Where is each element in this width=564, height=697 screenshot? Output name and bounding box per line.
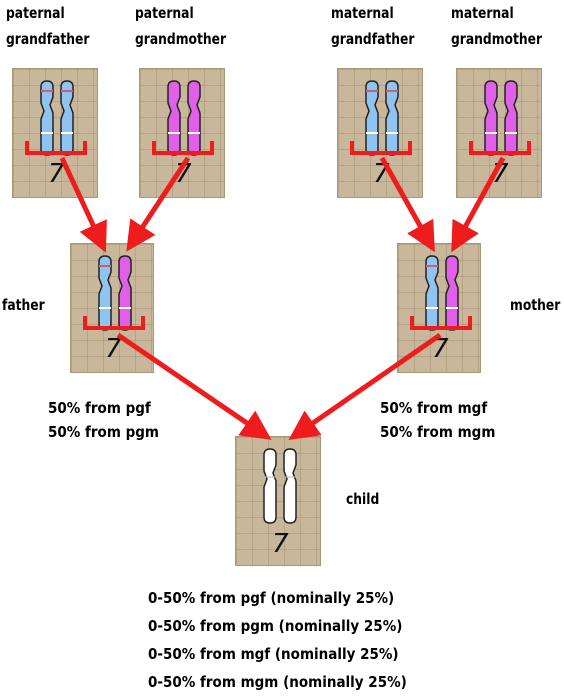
child-chromosome-pair [263,448,297,524]
chromosome-number: 7 [373,159,390,189]
chromosome-number: 7 [105,334,122,364]
chromosome-number: 7 [272,529,289,559]
mother-stat-mgm: 50% from mgm [380,423,496,441]
father-stat-pgm: 50% from pgm [48,423,159,441]
child-stat-pgm: 0-50% from pgm (nominally 25%) [148,617,403,635]
chromosome-number: 7 [175,159,192,189]
mgm-chromosome-pair [469,80,531,156]
mother-chromosome-box: 7 [397,243,481,373]
chromosome-number: 7 [492,159,509,189]
father-label: father [2,296,45,314]
child-label: child [346,490,380,508]
chromosome-number: 7 [432,334,449,364]
father-stats: 50% from pgf 50% from pgm [48,396,159,444]
child-stat-mgm: 0-50% from mgm (nominally 25%) [148,673,407,691]
mgf-chromosome-box: 7 [337,68,423,198]
child-stats: 0-50% from pgf (nominally 25%) 0-50% fro… [148,584,407,696]
father-chromosome-box: 7 [70,243,154,373]
mother-chromosome-pair [410,255,472,331]
pgf-chromosome-pair [25,80,87,156]
mother-stat-mgf: 50% from mgf [380,399,488,417]
pgm-chromosome-box: 7 [139,68,225,198]
mother-stats: 50% from mgf 50% from mgm [380,396,495,444]
child-chromosome-box: 7 [235,436,321,566]
father-chromosome-pair [83,255,145,331]
mother-label: mother [510,296,561,314]
child-stat-pgf: 0-50% from pgf (nominally 25%) [148,589,395,607]
mgf-chromosome-pair [350,80,412,156]
mgm-chromosome-box: 7 [456,68,542,198]
pgm-chromosome-pair [152,80,214,156]
father-stat-pgf: 50% from pgf [48,399,151,417]
pgf-chromosome-box: 7 [12,68,98,198]
child-stat-mgf: 0-50% from mgf (nominally 25%) [148,645,399,663]
chromosome-number: 7 [48,159,65,189]
